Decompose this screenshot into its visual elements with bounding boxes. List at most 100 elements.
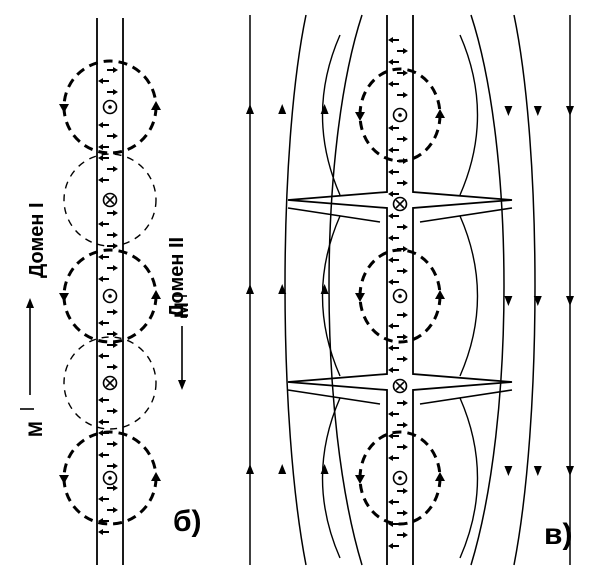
spin-arrow-v-33-head: [388, 499, 393, 505]
panel-v-label: в): [544, 518, 573, 551]
spin-arrow-b-24-head: [98, 419, 103, 425]
spin-arrow-b-5-head: [98, 144, 103, 150]
spin-arrow-v-3-head: [403, 70, 408, 76]
spin-arrow-b-0-head: [113, 67, 118, 73]
vortex-v-symbol-2-cross-b: [395, 199, 405, 209]
spin-arrow-b-15-head: [98, 276, 103, 282]
spin-arrow-b-17-head: [98, 320, 103, 326]
vortex-v-symbol-1-dot: [398, 113, 402, 117]
spin-arrow-b-30-head: [98, 496, 103, 502]
spin-arrow-b-33-head: [98, 529, 103, 535]
vortex-v-arrow-left-2: [355, 293, 365, 302]
spin-arrow-b-27-head: [98, 452, 103, 458]
spin-arrow-b-31-head: [113, 507, 118, 513]
arc-right-1: [459, 34, 479, 196]
spin-arrow-v-27-head: [388, 411, 393, 417]
spin-arrow-b-19-head: [113, 342, 118, 348]
field-arrow-right-2-2: [533, 296, 542, 306]
spin-arrow-b-1-head: [98, 78, 103, 84]
spin-arrow-v-21-head: [388, 323, 393, 329]
spin-arrow-v-26-head: [403, 400, 408, 406]
field-line-left-3: [328, 14, 363, 566]
field-line-left-2: [284, 14, 307, 566]
vortex-symbol-2-cross-b: [105, 195, 115, 205]
arc-left-1: [321, 34, 341, 196]
spin-arrow-b-20-head: [98, 353, 103, 359]
spin-arrow-v-35-head: [388, 521, 393, 527]
vortex-ring-2: [63, 153, 157, 247]
vortex-symbol-3-dot: [108, 294, 112, 298]
spin-arrow-b-25-head: [98, 430, 103, 436]
spin-arrow-v-36-head: [403, 532, 408, 538]
vortex-arrow-left-5: [59, 475, 69, 484]
spin-arrow-v-23-head: [388, 345, 393, 351]
magnetization-left-label: M: [26, 421, 47, 437]
field-arrow-right-2-1: [533, 106, 542, 116]
field-arrow-right-1-2: [504, 296, 513, 306]
spin-arrow-v-2-head: [388, 59, 393, 65]
spin-arrow-b-7-head: [113, 166, 118, 172]
panel-b-label: б): [173, 505, 202, 538]
arc-right-3: [459, 397, 479, 559]
spike-lower-right-2: [419, 389, 513, 405]
spin-arrow-v-1-head: [403, 48, 408, 54]
field-arrow-right-3-1: [566, 106, 574, 116]
vortex-symbol-4-cross-b: [105, 378, 115, 388]
vortex-v-arrow-right-3: [435, 472, 445, 481]
spin-arrow-v-19-head: [388, 279, 393, 285]
spin-arrow-v-9-head: [403, 158, 408, 164]
field-arrow-left-1-1: [246, 104, 254, 114]
spin-arrow-v-4-head: [388, 81, 393, 87]
vortex-v-arrow-left-3: [355, 475, 365, 484]
spin-arrow-b-10-head: [98, 221, 103, 227]
spin-arrow-b-29-head: [113, 485, 118, 491]
spin-arrow-v-31-head: [388, 455, 393, 461]
spin-arrow-v-32-head: [403, 488, 408, 494]
spin-arrow-v-14-head: [403, 224, 408, 230]
vortex-ring-4: [63, 336, 157, 430]
spin-arrow-v-18-head: [403, 268, 408, 274]
field-line-right-1: [470, 14, 505, 566]
field-arrow-left-1-3: [246, 464, 254, 474]
vortex-v-arrow-right-2: [435, 290, 445, 299]
spin-arrow-v-6-head: [388, 125, 393, 131]
spin-arrow-b-18-head: [113, 331, 118, 337]
vortex-arrow-left-3: [59, 293, 69, 302]
spin-arrow-b-2-head: [113, 89, 118, 95]
spin-arrow-b-23-head: [113, 408, 118, 414]
spin-arrow-b-6-head: [98, 155, 103, 161]
spin-arrow-b-16-head: [113, 309, 118, 315]
spin-arrow-b-3-head: [98, 122, 103, 128]
spike-lower-right-1: [419, 207, 513, 223]
spin-arrow-v-5-head: [403, 92, 408, 98]
spin-arrow-b-28-head: [113, 463, 118, 469]
arc-left-3: [321, 397, 341, 559]
vortex-v-arrow-left-1: [355, 112, 365, 121]
vortex-v-symbol-5-dot: [398, 476, 402, 480]
vortex-v-symbol-4-cross-b: [395, 381, 405, 391]
spin-arrow-v-17-head: [388, 257, 393, 263]
spin-arrow-v-28-head: [403, 422, 408, 428]
spike-lower-left-1: [287, 207, 381, 223]
spin-arrow-b-13-head: [98, 254, 103, 260]
arc-right-2: [459, 215, 479, 377]
vortex-arrow-right-3: [151, 290, 161, 299]
field-arrow-right-2-3: [533, 466, 542, 476]
spin-arrow-v-16-head: [403, 246, 408, 252]
spin-arrow-v-10-head: [388, 169, 393, 175]
vortex-v-symbol-3-dot: [398, 294, 402, 298]
spin-arrow-b-14-head: [113, 265, 118, 271]
spin-arrow-v-0-head: [388, 37, 393, 43]
field-arrow-left-1-2: [246, 284, 254, 294]
spin-arrow-b-26-head: [113, 441, 118, 447]
spin-arrow-b-4-head: [113, 133, 118, 139]
spin-arrow-v-29-head: [388, 433, 393, 439]
panel-v-field-lines: [246, 14, 574, 566]
spin-arrow-b-9-head: [113, 210, 118, 216]
spin-arrow-v-12-head: [388, 191, 393, 197]
spin-arrow-b-8-head: [98, 177, 103, 183]
field-arrow-right-3-2: [566, 296, 574, 306]
spin-arrow-v-30-head: [403, 444, 408, 450]
